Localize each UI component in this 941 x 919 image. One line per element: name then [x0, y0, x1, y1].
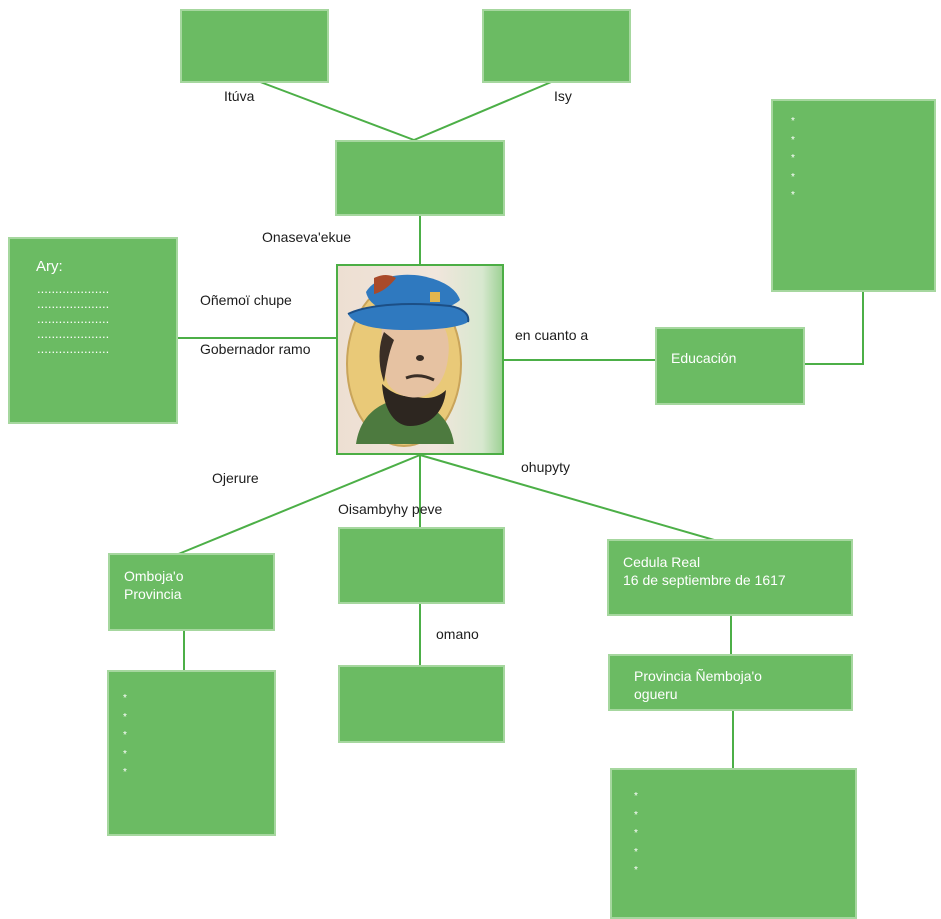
division-box: Omboja'o Provincia [108, 553, 275, 631]
education-title: Educación [671, 350, 737, 366]
years-line: .................... [37, 311, 110, 326]
connector-cedula [419, 454, 736, 547]
bullet: * [634, 828, 638, 839]
years-line: .................... [37, 281, 110, 296]
connector-father [254, 79, 415, 141]
bullet: * [791, 116, 795, 127]
division-line1: Omboja'o [124, 568, 184, 584]
portrait-frame [336, 264, 504, 455]
education-box: Educación [655, 327, 805, 405]
bullet: * [634, 865, 638, 876]
bullet: * [791, 171, 795, 183]
cedula-box: Cedula Real 16 de septiembre de 1617 [607, 539, 853, 616]
bullet: * [634, 791, 638, 802]
bullet: * [123, 730, 127, 741]
bullet: * [123, 748, 127, 760]
connector-mother [413, 79, 557, 141]
governed-label: Oñemoï chupe [200, 292, 292, 308]
division-line2: Provincia [124, 586, 182, 602]
governed-until-box [338, 527, 505, 604]
cedula-line1: Cedula Real [623, 554, 701, 570]
division-list-box: * * * * * [107, 670, 276, 836]
education-list-box: * * * * * [771, 99, 936, 292]
bullet: * [634, 846, 638, 858]
bullet: * [791, 153, 795, 164]
born-label: Onaseva'ekue [262, 229, 352, 245]
father-label: Itúva [224, 88, 255, 104]
bullet: * [791, 190, 795, 201]
bullet: * [123, 767, 127, 778]
mother-box [482, 9, 631, 83]
bullet: * [123, 711, 127, 723]
bullet: * [123, 693, 127, 704]
bullet: * [791, 134, 795, 146]
obtained-label: ohupyty [521, 459, 571, 475]
years-title: Ary: [36, 258, 63, 275]
cedula-line2: 16 de septiembre de 1617 [623, 572, 786, 588]
connector-division [175, 454, 421, 556]
province-box: Provincia Ñemboja'o ogueru [608, 654, 853, 711]
years-line: .................... [37, 326, 110, 341]
father-box [180, 9, 329, 83]
proposed-label: Ojerure [212, 470, 259, 486]
birthplace-box [335, 140, 505, 216]
died-label: omano [436, 626, 479, 642]
province-line2: ogueru [634, 686, 678, 702]
governor-rank-label: Gobernador ramo [200, 341, 311, 357]
province-list-box: * * * * * [610, 768, 857, 919]
death-box [338, 665, 505, 743]
until-label: Oisambyhy peve [338, 501, 443, 517]
years-box: Ary: .................... ..............… [8, 237, 178, 424]
years-line: .................... [37, 296, 110, 311]
mother-label: Isy [554, 88, 572, 104]
province-line1: Provincia Ñemboja'o [634, 668, 762, 684]
years-lines: .................... ...................… [37, 281, 109, 356]
bullet: * [634, 809, 638, 821]
years-line: .................... [37, 341, 110, 356]
regarding-label: en cuanto a [515, 327, 589, 343]
man-portrait-icon [346, 274, 470, 447]
